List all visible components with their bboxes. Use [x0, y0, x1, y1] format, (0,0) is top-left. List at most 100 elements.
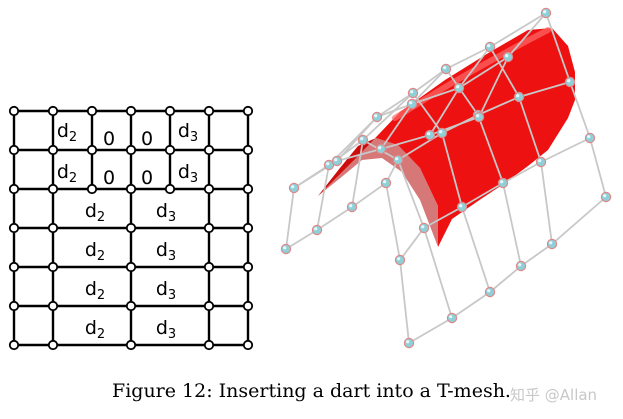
mesh-vertex: [8, 261, 20, 273]
cell-label: d3: [156, 317, 176, 342]
mesh-vertex: [47, 300, 59, 312]
mesh-vertex: [47, 339, 59, 351]
control-point: [513, 91, 525, 103]
mesh-vertex: [203, 339, 215, 351]
control-point: [515, 260, 527, 272]
mesh-vertex: [8, 105, 20, 117]
control-net-edge: [285, 181, 410, 344]
mesh-vertex: [164, 105, 176, 117]
control-point: [375, 143, 387, 155]
control-point-highlight: [516, 94, 520, 98]
control-point: [403, 337, 415, 349]
cell-label: d2: [85, 317, 105, 342]
control-point-highlight: [587, 135, 591, 139]
cell-label: d2: [57, 120, 77, 145]
cell-label: d3: [156, 278, 176, 303]
control-point: [546, 238, 558, 250]
cell-label: d2: [85, 200, 105, 225]
mesh-vertex: [203, 300, 215, 312]
control-point-highlight: [427, 132, 431, 136]
cell-label: 0: [103, 128, 115, 150]
control-point: [436, 127, 448, 139]
cell-label: d3: [156, 239, 176, 264]
control-point-highlight: [326, 162, 330, 166]
control-point-highlight: [443, 66, 447, 70]
control-point-highlight: [459, 204, 463, 208]
mesh-vertex: [47, 144, 59, 156]
control-point-highlight: [406, 340, 410, 344]
control-point: [440, 63, 452, 75]
mesh-vertex: [47, 222, 59, 234]
control-point-highlight: [360, 137, 364, 141]
cell-label: d2: [57, 161, 77, 186]
control-point: [357, 134, 369, 146]
control-point: [346, 201, 358, 213]
control-point: [473, 111, 485, 123]
control-point: [446, 312, 458, 324]
mesh-vertex: [242, 222, 254, 234]
control-point: [584, 132, 596, 144]
control-point-highlight: [456, 85, 460, 89]
control-point: [392, 154, 404, 166]
control-point-highlight: [500, 180, 504, 184]
control-net-edge: [429, 45, 553, 245]
control-point: [371, 111, 383, 123]
mesh-vertex: [8, 144, 20, 156]
mesh-vertex: [203, 222, 215, 234]
mesh-vertex: [242, 144, 254, 156]
control-point: [502, 51, 514, 63]
control-point-highlight: [543, 10, 547, 14]
mesh-vertex: [47, 183, 59, 195]
control-point-highlight: [334, 158, 338, 162]
mesh-vertex: [8, 300, 20, 312]
mesh-vertex: [164, 183, 176, 195]
control-point-highlight: [349, 204, 353, 208]
control-point: [424, 129, 436, 141]
control-point: [394, 254, 406, 266]
mesh-vertex: [242, 105, 254, 117]
mesh-vertex: [125, 261, 137, 273]
control-point: [453, 82, 465, 94]
control-net-edge: [351, 12, 547, 208]
control-point: [535, 156, 547, 168]
control-point-highlight: [449, 315, 453, 319]
control-point: [406, 98, 418, 110]
watermark-text: 知乎 @Allan: [510, 386, 598, 404]
mesh-vertex: [8, 339, 20, 351]
control-point: [540, 7, 552, 19]
control-point: [288, 182, 300, 194]
cell-label: d3: [156, 200, 176, 225]
control-point-highlight: [603, 194, 607, 198]
control-point-highlight: [383, 180, 387, 184]
control-point: [484, 286, 496, 298]
control-point-highlight: [505, 54, 509, 58]
cell-label: 0: [141, 128, 153, 150]
mesh-vertex: [86, 144, 98, 156]
control-point: [600, 191, 612, 203]
control-point-highlight: [487, 44, 491, 48]
mesh-vertex: [47, 105, 59, 117]
mesh-vertex: [203, 144, 215, 156]
mesh-vertex: [8, 222, 20, 234]
control-point: [280, 243, 292, 255]
cell-label: 0: [141, 167, 153, 189]
surface-3d-diagram: [280, 7, 612, 349]
mesh-vertex: [125, 144, 137, 156]
figure-caption: Figure 12: Inserting a dart into a T-mes…: [112, 380, 511, 402]
control-point-highlight: [421, 225, 425, 229]
mesh-vertex: [125, 105, 137, 117]
mesh-vertex: [242, 261, 254, 273]
control-point: [311, 224, 323, 236]
control-point: [456, 201, 468, 213]
cell-label: d3: [178, 161, 198, 186]
mesh-vertex: [242, 300, 254, 312]
mesh-vertex: [203, 261, 215, 273]
control-net-edge: [408, 196, 607, 344]
mesh-vertex: [242, 339, 254, 351]
cell-label: d2: [85, 239, 105, 264]
mesh-vertex: [164, 144, 176, 156]
mesh-vertex: [125, 300, 137, 312]
control-point-highlight: [439, 130, 443, 134]
control-point: [497, 177, 509, 189]
